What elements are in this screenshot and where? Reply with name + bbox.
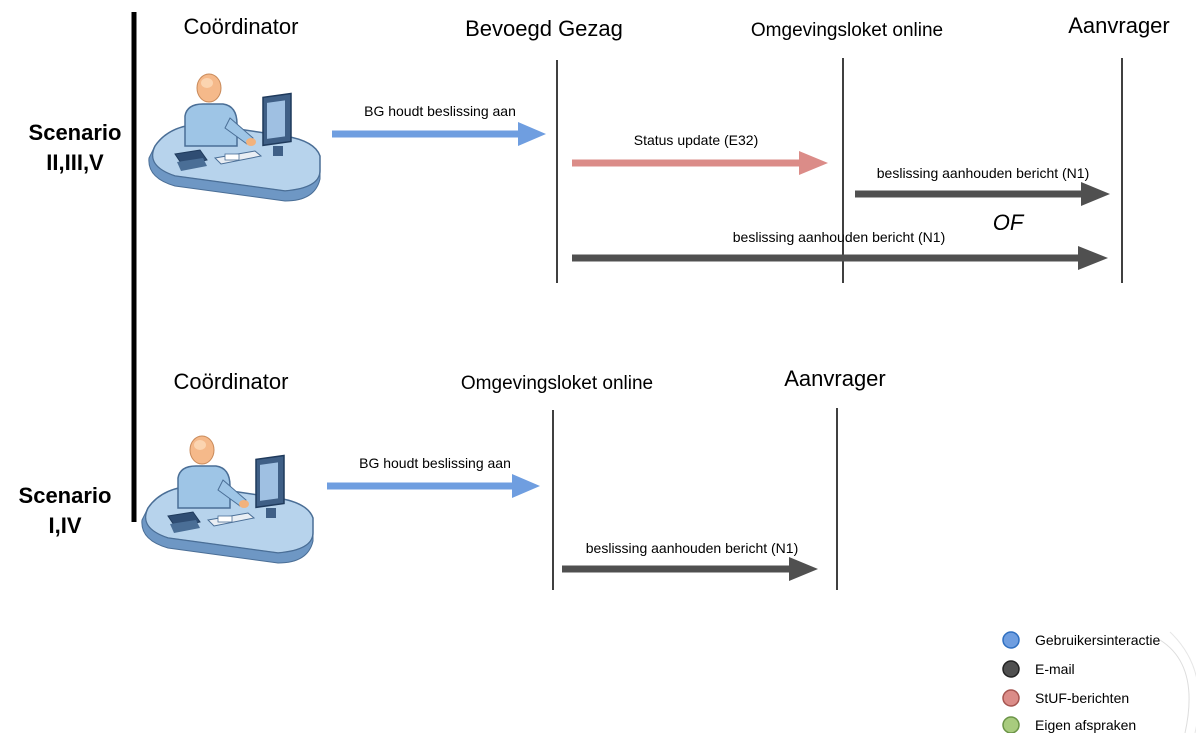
actor-coordinator-1: Coördinator bbox=[184, 14, 299, 39]
legend-label: StUF-berichten bbox=[1035, 690, 1129, 706]
legend-item-email: E-mail bbox=[1002, 660, 1075, 678]
legend-item-stuf: StUF-berichten bbox=[1002, 689, 1129, 707]
msg-n1-olo-2: beslissing aanhouden bericht (N1) bbox=[586, 540, 798, 556]
msg-bg-houdt-aan-2: BG houdt beslissing aan bbox=[359, 455, 511, 471]
scenario-1-label-line2: II,III,V bbox=[46, 150, 104, 175]
legend-swatch-icon bbox=[1002, 716, 1020, 733]
actor-aanvrager-2: Aanvrager bbox=[784, 366, 886, 391]
arrow-bg-houdt-aan-2 bbox=[327, 474, 540, 498]
arrow-status-update bbox=[572, 151, 828, 175]
msg-bg-houdt-aan-1: BG houdt beslissing aan bbox=[364, 103, 516, 119]
actor-coordinator-2: Coördinator bbox=[174, 369, 289, 394]
legend-swatch-icon bbox=[1002, 631, 1020, 649]
scenario-2-label-line1: Scenario bbox=[19, 483, 112, 508]
actor-bevoegd-gezag: Bevoegd Gezag bbox=[465, 16, 623, 41]
legend-label: E-mail bbox=[1035, 661, 1075, 677]
msg-n1-olo-1: beslissing aanhouden bericht (N1) bbox=[877, 165, 1089, 181]
arrow-bg-houdt-aan-1 bbox=[332, 122, 546, 146]
scenario-2-label-line2: I,IV bbox=[48, 513, 81, 538]
scenario-1-label-line1: Scenario bbox=[29, 120, 122, 145]
arrow-n1-olo-2 bbox=[562, 557, 818, 581]
legend-label: Eigen afspraken bbox=[1035, 717, 1136, 733]
legend: Gebruikersinteractie E-mail StUF-bericht… bbox=[1002, 631, 1196, 733]
arrow-n1-olo-1 bbox=[855, 182, 1110, 206]
legend-swatch-icon bbox=[1002, 689, 1020, 707]
msg-n1-bg: beslissing aanhouden bericht (N1) bbox=[733, 229, 945, 245]
legend-label: Gebruikersinteractie bbox=[1035, 632, 1160, 648]
arrow-n1-bg bbox=[572, 246, 1108, 270]
coordinator-workstation-icon bbox=[148, 73, 321, 202]
of-label: OF bbox=[993, 210, 1025, 235]
coordinator-workstation-icon bbox=[141, 435, 314, 564]
legend-item-gebruikersinteractie: Gebruikersinteractie bbox=[1002, 631, 1160, 649]
actor-aanvrager-1: Aanvrager bbox=[1068, 13, 1170, 38]
legend-item-eigen: Eigen afspraken bbox=[1002, 716, 1136, 733]
actor-olo-1: Omgevingsloket online bbox=[751, 20, 943, 41]
actor-olo-2: Omgevingsloket online bbox=[461, 373, 653, 394]
msg-status-update: Status update (E32) bbox=[634, 132, 759, 148]
legend-swatch-icon bbox=[1002, 660, 1020, 678]
